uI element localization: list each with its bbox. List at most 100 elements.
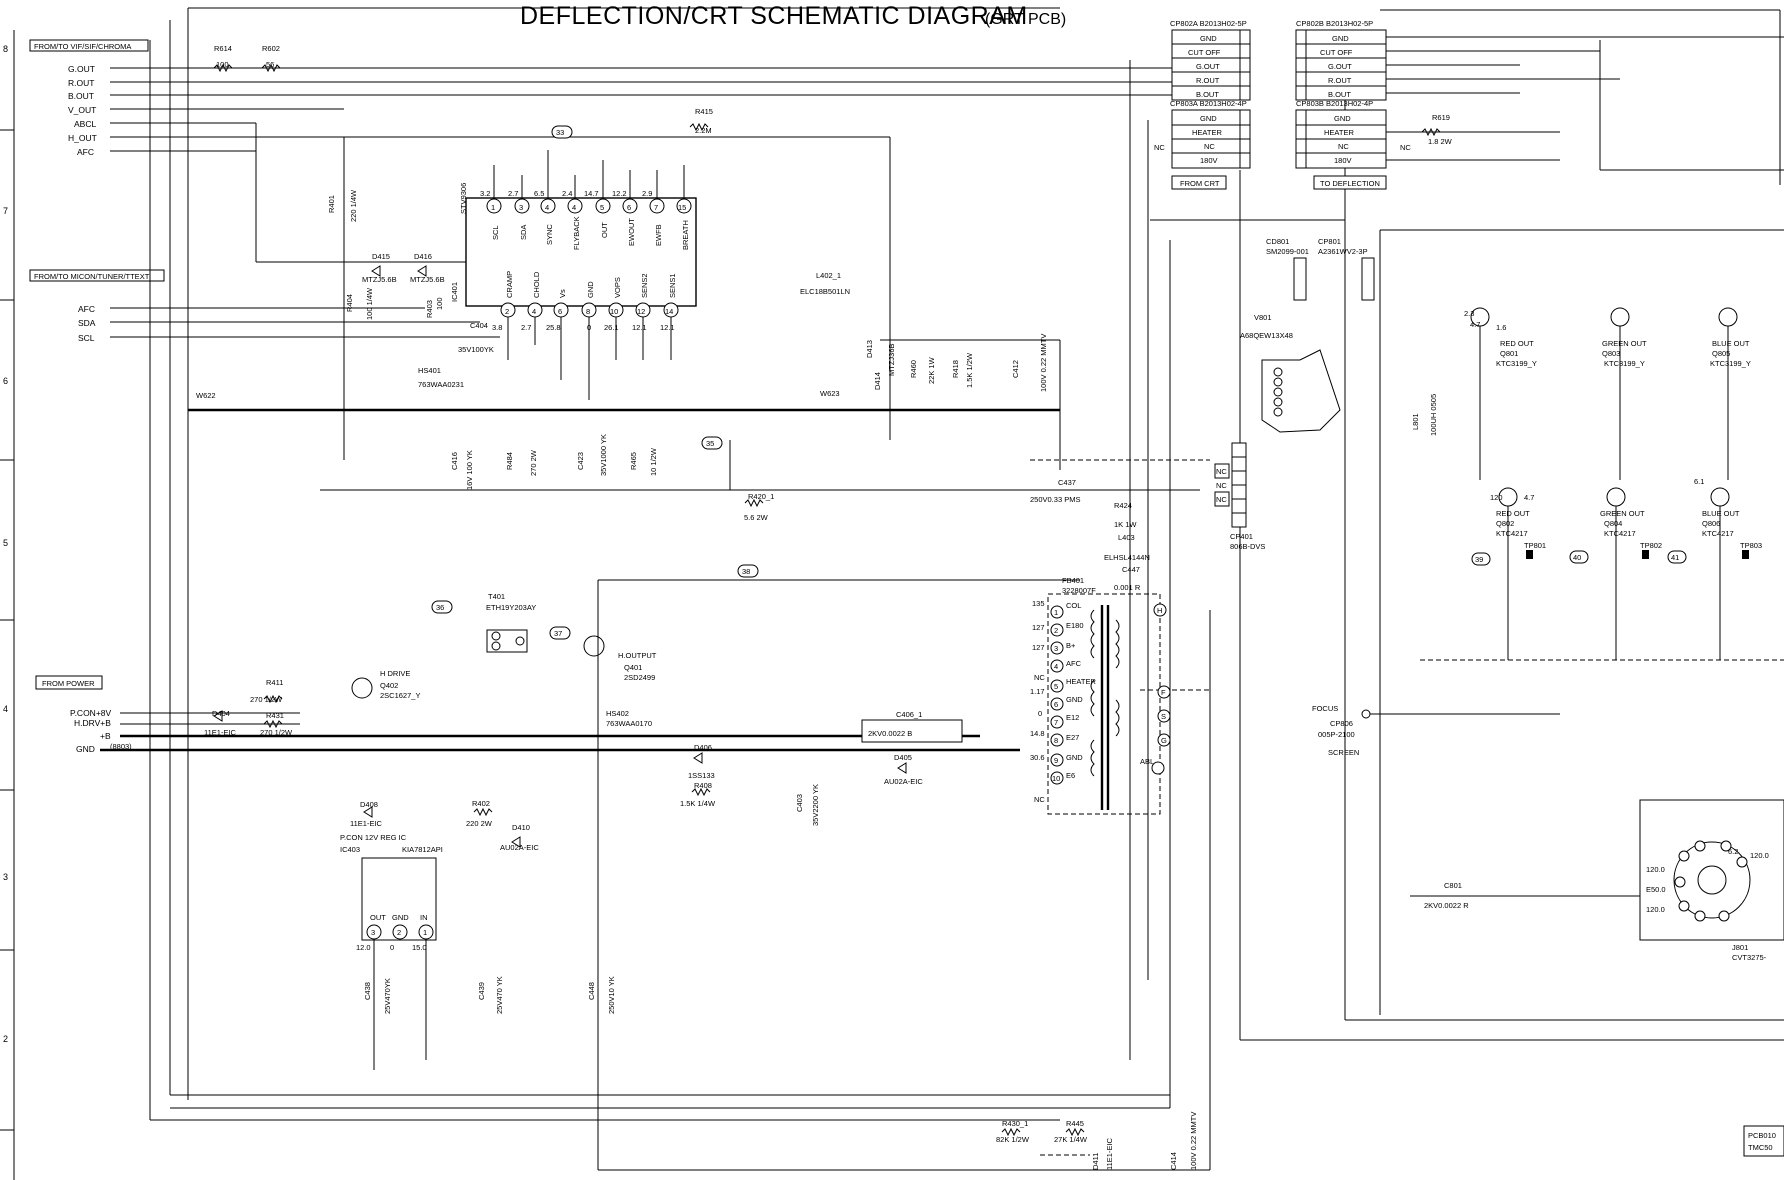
svg-text:6: 6 bbox=[627, 203, 631, 212]
svg-text:KTC3199_Y: KTC3199_Y bbox=[1710, 359, 1751, 368]
svg-text:Q804: Q804 bbox=[1604, 519, 1622, 528]
svg-text:3.8: 3.8 bbox=[492, 323, 502, 332]
svg-text:R430_1: R430_1 bbox=[1002, 1119, 1028, 1128]
svg-text:D408: D408 bbox=[360, 800, 378, 809]
svg-text:C448: C448 bbox=[587, 982, 596, 1000]
svg-text:35: 35 bbox=[706, 439, 714, 448]
svg-text:100 1/4W: 100 1/4W bbox=[365, 287, 374, 320]
svg-text:MTZJ5.6B: MTZJ5.6B bbox=[362, 275, 397, 284]
row-marker: 5 bbox=[3, 538, 8, 548]
svg-text:127: 127 bbox=[1032, 623, 1045, 632]
svg-text:RED OUT: RED OUT bbox=[1496, 509, 1530, 518]
svg-text:GND: GND bbox=[1200, 114, 1217, 123]
svg-text:C423: C423 bbox=[576, 452, 585, 470]
svg-text:4: 4 bbox=[572, 203, 576, 212]
marker-35: 35 bbox=[701, 436, 723, 450]
micon-interface: FROM/TO MICON/TUNER/TTEXT AFC SDA SCL bbox=[29, 269, 500, 343]
signal-label: ABCL bbox=[74, 119, 96, 129]
svg-text:7: 7 bbox=[1054, 718, 1058, 727]
svg-text:270 2W: 270 2W bbox=[529, 449, 538, 476]
svg-text:4: 4 bbox=[545, 203, 549, 212]
svg-text:R.OUT: R.OUT bbox=[1196, 76, 1220, 85]
signal-label: B.OUT bbox=[68, 91, 94, 101]
signal-label: AFC bbox=[78, 304, 95, 314]
svg-text:HEATER: HEATER bbox=[1066, 677, 1096, 686]
svg-text:1.6: 1.6 bbox=[1496, 323, 1506, 332]
svg-text:TMC50: TMC50 bbox=[1748, 1143, 1773, 1152]
svg-text:J801: J801 bbox=[1732, 943, 1748, 952]
svg-text:10: 10 bbox=[610, 307, 618, 316]
svg-text:763WAA0231: 763WAA0231 bbox=[418, 380, 464, 389]
svg-text:Q803: Q803 bbox=[1602, 349, 1620, 358]
ic401-pins-bottom: 2 4 6 8 10 12 14 3.8 2.7 25.8 0 26.1 12.… bbox=[492, 271, 679, 332]
marker-41: 41 bbox=[1667, 550, 1687, 564]
svg-text:120.0: 120.0 bbox=[1750, 851, 1769, 860]
svg-text:5: 5 bbox=[1054, 682, 1058, 691]
svg-text:NC: NC bbox=[1400, 143, 1411, 152]
svg-text:12.1: 12.1 bbox=[660, 323, 675, 332]
svg-text:Q402: Q402 bbox=[380, 681, 398, 690]
pcb-reference: PCB010 TMC50 bbox=[1743, 1125, 1784, 1157]
svg-text:C416: C416 bbox=[450, 452, 459, 470]
svg-text:30.6: 30.6 bbox=[1030, 753, 1045, 762]
svg-text:E27: E27 bbox=[1066, 733, 1079, 742]
svg-text:GND: GND bbox=[1066, 753, 1083, 762]
svg-text:2.2M: 2.2M bbox=[695, 126, 712, 135]
svg-text:D414: D414 bbox=[873, 372, 882, 390]
svg-text:2: 2 bbox=[397, 928, 401, 937]
svg-text:GND: GND bbox=[1200, 34, 1217, 43]
svg-text:HS401: HS401 bbox=[418, 366, 441, 375]
svg-text:Vs: Vs bbox=[558, 289, 567, 298]
row-marker: 2 bbox=[3, 1034, 8, 1044]
svg-text:9: 9 bbox=[1054, 756, 1058, 765]
svg-text:250V10 YK: 250V10 YK bbox=[607, 976, 616, 1014]
svg-text:180V: 180V bbox=[1334, 156, 1352, 165]
svg-text:D410: D410 bbox=[512, 823, 530, 832]
svg-text:15: 15 bbox=[678, 203, 686, 212]
svg-text:D405: D405 bbox=[894, 753, 912, 762]
svg-text:Q801: Q801 bbox=[1500, 349, 1518, 358]
svg-text:VOPS: VOPS bbox=[613, 277, 622, 298]
svg-text:6.5: 6.5 bbox=[534, 189, 544, 198]
svg-text:D404: D404 bbox=[212, 709, 230, 718]
svg-text:Q802: Q802 bbox=[1496, 519, 1514, 528]
svg-text:R404: R404 bbox=[345, 294, 354, 312]
svg-text:120: 120 bbox=[1490, 493, 1503, 502]
svg-text:ETH19Y203AY: ETH19Y203AY bbox=[486, 603, 536, 612]
svg-text:R424: R424 bbox=[1114, 501, 1132, 510]
svg-text:33: 33 bbox=[556, 128, 564, 137]
svg-text:14: 14 bbox=[665, 307, 673, 316]
svg-text:C447: C447 bbox=[1122, 565, 1140, 574]
svg-text:6.2: 6.2 bbox=[1728, 847, 1738, 856]
svg-text:R418: R418 bbox=[951, 360, 960, 378]
svg-text:EWOUT: EWOUT bbox=[627, 218, 636, 246]
svg-text:R.OUT: R.OUT bbox=[1328, 76, 1352, 85]
signal-label: AFC bbox=[77, 147, 94, 157]
svg-text:2: 2 bbox=[1054, 626, 1058, 635]
connector-cp802a: CP802A B2013H02-5P GND CUT OFF G.OUT R.O… bbox=[1170, 19, 1251, 101]
fbt-pins: 1 2 3 4 5 6 7 8 9 10 COL E180 B+ AFC HEA… bbox=[1030, 599, 1171, 804]
svg-text:D416: D416 bbox=[414, 252, 432, 261]
svg-text:8: 8 bbox=[586, 307, 590, 316]
svg-text:E12: E12 bbox=[1066, 713, 1079, 722]
component-labels-fbt: C437 250V0.33 PMS R424 1K 1W L403 ELHSL4… bbox=[1030, 442, 1265, 815]
rgb-output-stages: RED OUT Q801 KTC3199_Y GREEN OUT Q803 KT… bbox=[1420, 307, 1784, 661]
svg-text:806B-DVS: 806B-DVS bbox=[1230, 542, 1265, 551]
svg-text:SENS1: SENS1 bbox=[668, 273, 677, 298]
svg-text:ELC18B501LN: ELC18B501LN bbox=[800, 287, 850, 296]
svg-text:R619: R619 bbox=[1432, 113, 1450, 122]
svg-text:SDA: SDA bbox=[519, 225, 528, 240]
svg-text:GREEN OUT: GREEN OUT bbox=[1602, 339, 1647, 348]
svg-text:L801: L801 bbox=[1411, 413, 1420, 430]
svg-text:56: 56 bbox=[266, 60, 274, 69]
row-marker: 8 bbox=[3, 44, 8, 54]
svg-text:KTC4217: KTC4217 bbox=[1702, 529, 1734, 538]
svg-text:22K 1W: 22K 1W bbox=[927, 356, 936, 384]
signal-label: GND bbox=[76, 744, 95, 754]
svg-text:NC: NC bbox=[1204, 142, 1215, 151]
svg-text:100: 100 bbox=[435, 297, 444, 310]
connector-cp803a: CP803A B2013H02-4P GND HEATER NC 180V NC… bbox=[1154, 99, 1251, 190]
svg-text:270 1/2W: 270 1/2W bbox=[260, 728, 293, 737]
svg-text:4: 4 bbox=[532, 307, 536, 316]
svg-text:COL: COL bbox=[1066, 601, 1081, 610]
